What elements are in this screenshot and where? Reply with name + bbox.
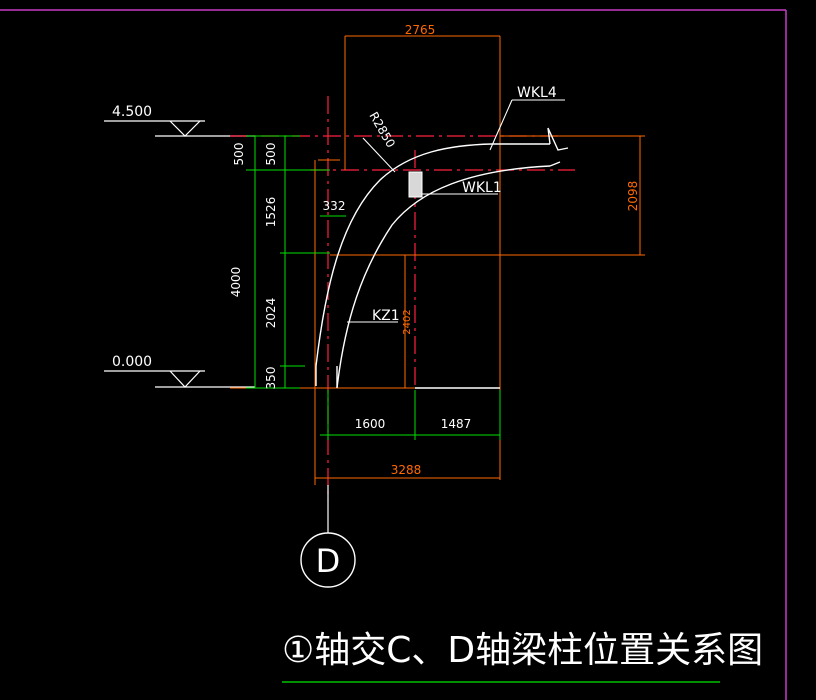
dim-left-total: 4000 bbox=[229, 267, 243, 298]
label-kz1: KZ1 bbox=[372, 308, 400, 324]
dim-left-500: 500 bbox=[232, 143, 246, 166]
dim-bottom-total: 3288 bbox=[391, 463, 422, 477]
beam-column-geometry bbox=[315, 127, 569, 389]
drawing-title: ①轴交C、D轴梁柱位置关系图 bbox=[282, 630, 763, 671]
level-marker-top bbox=[104, 120, 255, 137]
dim-vertical-2402: 2402 bbox=[402, 309, 413, 334]
dim-bottom-1600: 1600 bbox=[355, 417, 386, 431]
label-wkl4: WKL4 bbox=[517, 85, 557, 101]
axis-bubble-label: D bbox=[316, 542, 341, 580]
wkl1-section bbox=[408, 171, 423, 198]
dim-inner-500: 500 bbox=[264, 143, 278, 166]
dim-inner-1526: 1526 bbox=[264, 197, 278, 228]
orange-construction-lines bbox=[230, 35, 645, 485]
label-wkl1: WKL1 bbox=[462, 180, 502, 196]
dim-right-height: 2098 bbox=[626, 181, 640, 212]
green-dimension-lines bbox=[246, 135, 501, 440]
dim-bottom-1487: 1487 bbox=[441, 417, 472, 431]
level-label-bottom: 0.000 bbox=[112, 354, 152, 370]
dim-inner-350: 350 bbox=[264, 367, 278, 390]
dim-offset-332: 332 bbox=[323, 199, 346, 213]
level-marker-bottom bbox=[104, 370, 255, 388]
axis-bubble bbox=[300, 532, 356, 588]
leader-lines bbox=[347, 99, 565, 323]
center-lines bbox=[230, 96, 575, 500]
label-radius: R2850 bbox=[366, 110, 398, 151]
level-label-top: 4.500 bbox=[112, 104, 152, 120]
dim-inner-2024: 2024 bbox=[264, 298, 278, 329]
dim-top-width: 2765 bbox=[405, 23, 436, 37]
